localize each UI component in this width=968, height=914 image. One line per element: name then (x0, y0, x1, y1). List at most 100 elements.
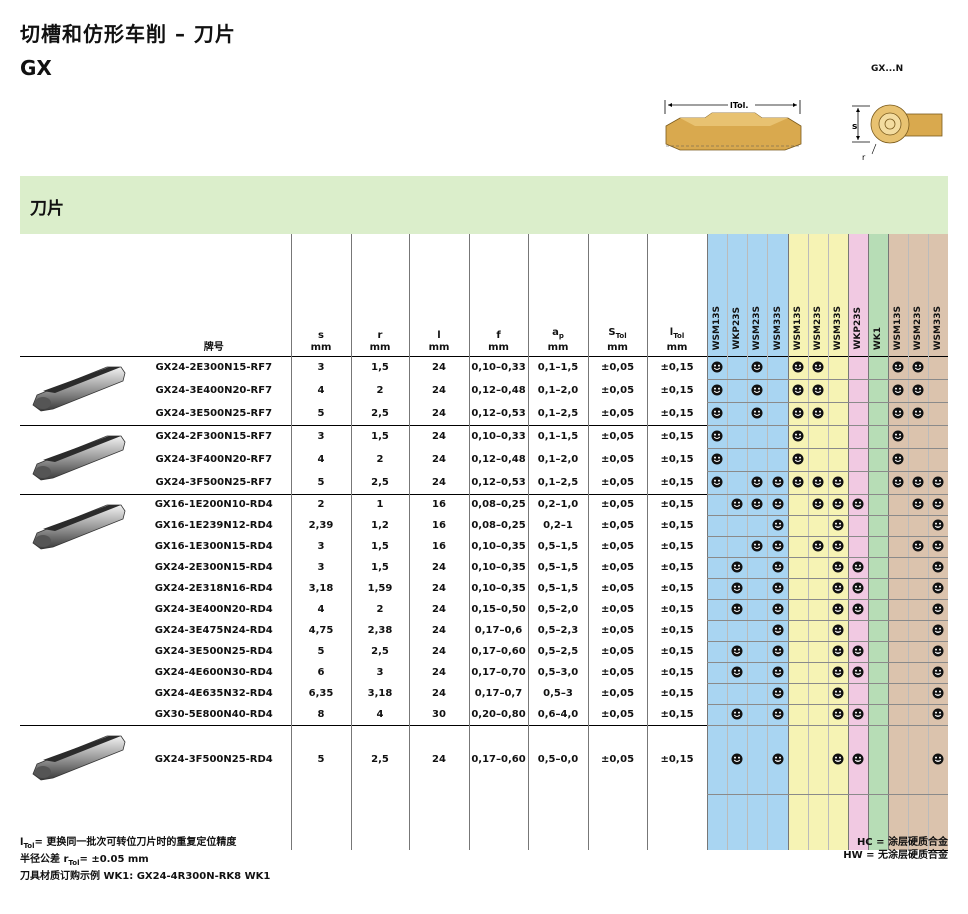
recommended-icon (787, 425, 808, 449)
cell-r: 2 (350, 448, 409, 472)
grade-col-header: WSM33S (766, 234, 788, 357)
cell-l: 24 (408, 379, 469, 403)
cell-r: 1,5 (350, 425, 409, 449)
grade-cell (827, 402, 848, 426)
cell-f: 0,08–0,25 (468, 515, 528, 537)
grade-cell (766, 448, 788, 472)
cell-r: 2,5 (350, 641, 409, 663)
cell-l: 24 (408, 662, 469, 684)
part-number: GX24-2E318N16-RD4 (154, 583, 273, 594)
grade-cell (907, 448, 928, 472)
grade-cell (867, 379, 888, 403)
col-header-name: 牌号 (203, 342, 224, 353)
table-filler-row (20, 794, 948, 851)
cell-f: 0,10–0,35 (468, 578, 528, 600)
cell-ltol: ±0,15 (646, 402, 707, 426)
cell-r: 2 (350, 379, 409, 403)
cell-ltol: ±0,15 (646, 494, 707, 516)
grade-cell (907, 425, 928, 449)
cell-ap: 0,2–1,0 (527, 494, 588, 516)
alternative-icon (827, 599, 848, 621)
grade-cell (847, 379, 868, 403)
cell-ap: 0,2–1 (527, 515, 588, 537)
alternative-icon (827, 683, 848, 705)
footer-ltol-note: lTol= 更换同一批次可转位刀片时的重复定位精度 (20, 837, 237, 850)
grade-cell (867, 683, 888, 705)
alternative-icon (927, 515, 948, 537)
cell-s: 6 (290, 662, 351, 684)
alternative-icon (927, 471, 948, 495)
cell-l: 24 (408, 683, 469, 705)
recommended-icon (907, 494, 928, 516)
grade-cell (706, 662, 727, 684)
cell-stol: ±0,05 (587, 471, 647, 495)
grade-cell (766, 402, 788, 426)
grade-cell (807, 515, 828, 537)
recommended-icon (907, 379, 928, 403)
cell-ltol: ±0,15 (646, 471, 707, 495)
cell-stol: ±0,05 (587, 356, 647, 380)
insert-photo (20, 494, 137, 726)
cell-r: 4 (350, 704, 409, 726)
grade-cell (766, 379, 788, 403)
grade-cell (907, 725, 928, 795)
alternative-icon (766, 599, 788, 621)
cell-f: 0,17–0,60 (468, 641, 528, 663)
cell-s: 4 (290, 599, 351, 621)
cell-f: 0,10–0,35 (468, 536, 528, 558)
cell-ltol: ±0,15 (646, 725, 707, 794)
cell-l: 24 (408, 578, 469, 600)
grade-cell (847, 425, 868, 449)
cell-stol: ±0,05 (587, 704, 647, 726)
part-number: GX24-3E400N20-RD4 (154, 604, 273, 615)
grade-cell (907, 578, 928, 600)
grade-col-header: WSM13S (787, 234, 808, 357)
cell-s: 5 (290, 402, 351, 426)
cell-ap: 0,5–1,5 (527, 557, 588, 579)
recommended-icon (726, 725, 747, 795)
cell-f: 0,17–0,7 (468, 683, 528, 705)
grade-cell (887, 683, 908, 705)
cell-f: 0,12–0,48 (468, 448, 528, 472)
grade-col-header: WKP23S (726, 234, 747, 357)
grade-cell (847, 536, 868, 558)
grade-cell (807, 683, 828, 705)
part-number: GX24-3E500N25-RD4 (154, 646, 273, 657)
grade-cell (787, 725, 808, 795)
grade-cell (807, 725, 828, 795)
grade-cell (706, 704, 727, 726)
grade-cell (887, 641, 908, 663)
alternative-icon (827, 515, 848, 537)
alternative-icon (847, 578, 868, 600)
grade-cell (867, 536, 888, 558)
part-number: GX16-1E300N15-RD4 (154, 541, 273, 552)
cell-s: 8 (290, 704, 351, 726)
grade-cell (887, 704, 908, 726)
recommended-icon (887, 356, 908, 380)
recommended-icon (807, 402, 828, 426)
grade-cell (787, 515, 808, 537)
alternative-icon (827, 578, 848, 600)
alternative-icon (827, 704, 848, 726)
grade-cell (867, 425, 888, 449)
recommended-icon (746, 379, 767, 403)
recommended-icon (907, 471, 928, 495)
cell-ltol: ±0,15 (646, 536, 707, 558)
grade-cell (746, 515, 767, 537)
grade-cell (867, 620, 888, 642)
footer-rtol-note: 半径公差 rTol= ±0.05 mm (20, 854, 149, 867)
grade-cell (787, 662, 808, 684)
cell-l: 24 (408, 402, 469, 426)
cell-s: 3 (290, 557, 351, 579)
grade-cell (766, 425, 788, 449)
cell-ap: 0,5–2,3 (527, 620, 588, 642)
insert-photo (20, 725, 137, 794)
grade-col-header: WSM23S (907, 234, 928, 357)
grade-col-header: WSM23S (807, 234, 828, 357)
alternative-icon (927, 494, 948, 516)
